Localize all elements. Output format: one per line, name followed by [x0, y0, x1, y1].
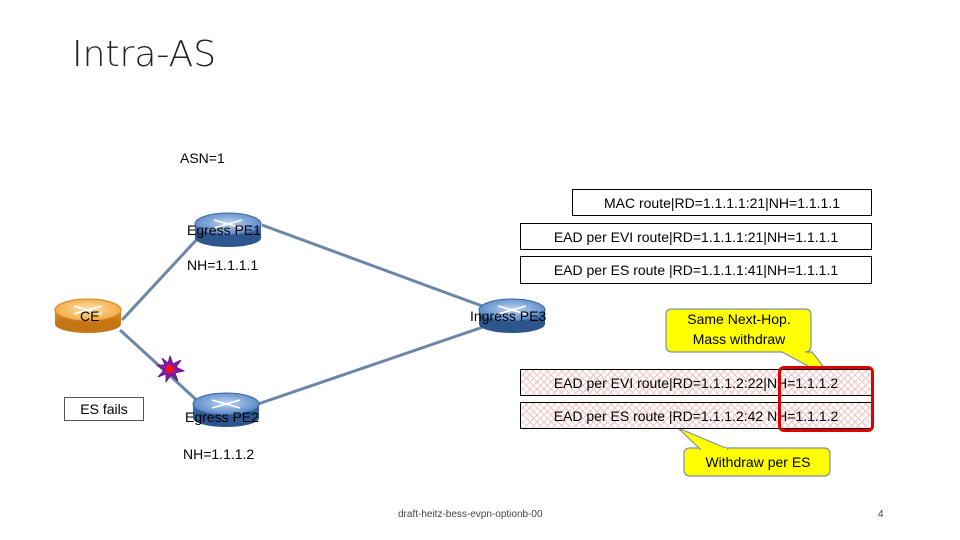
- failure-burst-icon: [155, 354, 186, 384]
- router-icon: [478, 298, 546, 333]
- egress-pe1-label: Egress PE1: [187, 222, 261, 238]
- callout-mass-withdraw: Same Next-Hop. Mass withdraw: [687, 311, 791, 347]
- route-mac-pe1: MAC route|RD=1.1.1.1:21|NH=1.1.1.1: [572, 189, 872, 216]
- router-icon: [192, 392, 260, 427]
- egress-pe1-nh: NH=1.1.1.1: [187, 257, 259, 273]
- nh-highlight-box: [778, 366, 874, 432]
- es-fails-box: ES fails: [64, 397, 144, 421]
- route-ead-evi-pe1: EAD per EVI route|RD=1.1.1.1:21|NH=1.1.1…: [520, 223, 872, 250]
- link-pe1-pe3: [261, 223, 483, 308]
- asn-label: ASN=1: [180, 150, 225, 166]
- slide-title: Intra-AS: [72, 34, 217, 75]
- router-icon: [194, 212, 262, 247]
- link-pe2-pe3: [257, 324, 487, 406]
- route-ead-es-pe2: EAD per ES route |RD=1.1.1.2:42 NH=1.1.1…: [520, 402, 872, 429]
- ingress-pe3-label: Ingress PE3: [470, 308, 547, 324]
- es-fails-label: ES fails: [80, 401, 128, 417]
- route-ead-es-pe1: EAD per ES route |RD=1.1.1.1:41|NH=1.1.1…: [520, 256, 872, 284]
- route-ead-evi-pe2: EAD per EVI route|RD=1.1.1.2:22|NH=1.1.1…: [520, 369, 872, 396]
- page-number: 4: [878, 509, 884, 520]
- link-ce-pe1: [120, 234, 202, 322]
- ce-router-icon: [54, 298, 122, 333]
- footer-draft: draft-heitz-bess-evpn-optionb-00: [398, 509, 543, 520]
- callout-withdraw-per-es: Withdraw per ES: [705, 454, 811, 470]
- ce-label: CE: [80, 308, 100, 324]
- callout-withdraw-per-es-shape: [677, 427, 831, 477]
- egress-pe2-label: Egress PE2: [185, 409, 259, 425]
- egress-pe2-nh: NH=1.1.1.2: [183, 446, 255, 462]
